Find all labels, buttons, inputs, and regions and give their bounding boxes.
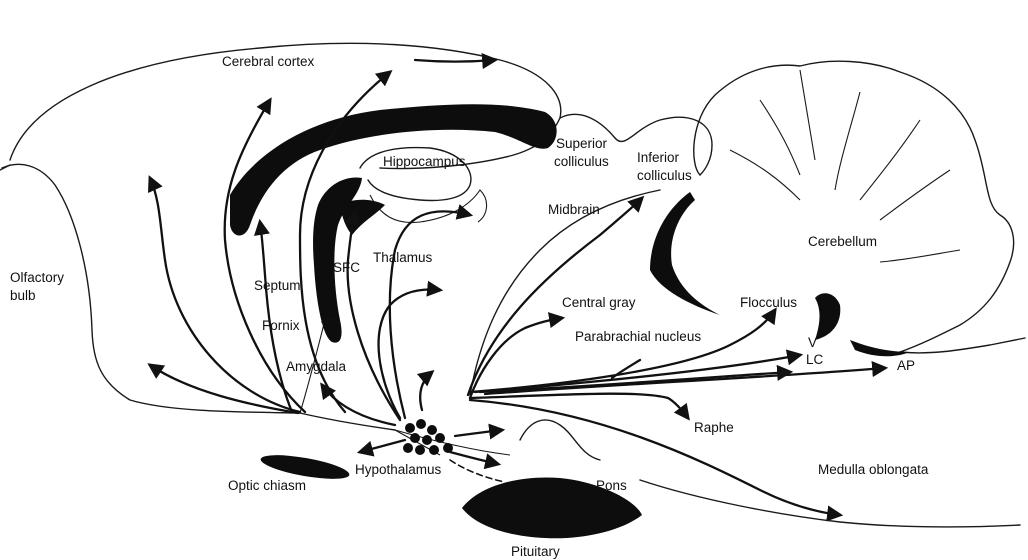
label-optic-chiasm: Optic chiasm <box>228 478 306 493</box>
corpus-callosum <box>230 104 557 235</box>
fiber-to-thalamus-up <box>390 211 470 418</box>
label-pons: Pons <box>596 478 627 493</box>
label-cerebral-cortex: Cerebral cortex <box>222 54 315 69</box>
label-inferior-colliculus-2: colliculus <box>637 168 692 183</box>
medulla-dorsal-outline <box>900 338 1025 353</box>
fiber-to-pons <box>450 452 498 464</box>
sfc-dark <box>340 200 385 235</box>
ventral-base-line <box>395 430 510 455</box>
fiber-to-optic <box>360 440 405 452</box>
label-thalamus: Thalamus <box>373 250 433 265</box>
frontal-contour <box>0 165 10 170</box>
flocculus-dark <box>815 293 840 340</box>
label-hippocampus: Hippocampus <box>383 154 466 169</box>
dark-structures <box>230 104 910 538</box>
fiber-to-sfc <box>348 212 400 420</box>
label-hypothalamus: Hypothalamus <box>355 462 442 477</box>
thalamus-contour <box>370 190 487 223</box>
label-pituitary: Pituitary <box>511 544 560 559</box>
label-central-gray: Central gray <box>562 295 636 310</box>
label-superior-colliculus-2: colliculus <box>554 154 609 169</box>
brainstem-ventral-outline <box>640 480 1020 527</box>
fiber-parabrachial <box>612 360 640 378</box>
label-flocculus: Flocculus <box>740 295 797 310</box>
label-olfactory-bulb-1: Olfactory <box>10 270 64 285</box>
cerebellar-peduncle <box>650 192 720 315</box>
label-septum: Septum <box>254 278 301 293</box>
label-medulla-oblongata: Medulla oblongata <box>818 462 929 477</box>
fourth-ventricle-dark <box>850 340 910 356</box>
label-midbrain: Midbrain <box>548 202 600 217</box>
pituitary-stalk-outline <box>520 420 600 460</box>
label-lc: LC <box>806 352 824 367</box>
label-fornix: Fornix <box>262 318 300 333</box>
hypothalamus-cluster <box>403 419 453 455</box>
label-superior-colliculus-1: Superior <box>556 136 608 151</box>
third-ventricle-outline <box>300 300 440 455</box>
label-inferior-colliculus-1: Inferior <box>637 150 680 165</box>
label-olfactory-bulb-2: bulb <box>10 288 36 303</box>
fiber-to-septum <box>260 222 292 412</box>
fiber-lateral-right <box>455 430 502 436</box>
label-v: V <box>808 335 817 350</box>
label-cerebellum: Cerebellum <box>808 234 877 249</box>
fiber-to-olfactory <box>150 365 298 413</box>
label-raphe: Raphe <box>694 420 734 435</box>
fiber-cortex-top <box>415 60 495 62</box>
label-amygdala: Amygdala <box>286 359 347 374</box>
fiber-to-lc <box>480 372 790 392</box>
label-sfc: SFC <box>333 260 360 275</box>
fiber-to-raphe <box>470 394 688 418</box>
label-ap: AP <box>897 358 915 373</box>
fiber-short-up <box>420 372 432 410</box>
fiber-to-amygdala <box>322 385 395 425</box>
label-parabrachial-nucleus: Parabrachial nucleus <box>575 329 701 344</box>
